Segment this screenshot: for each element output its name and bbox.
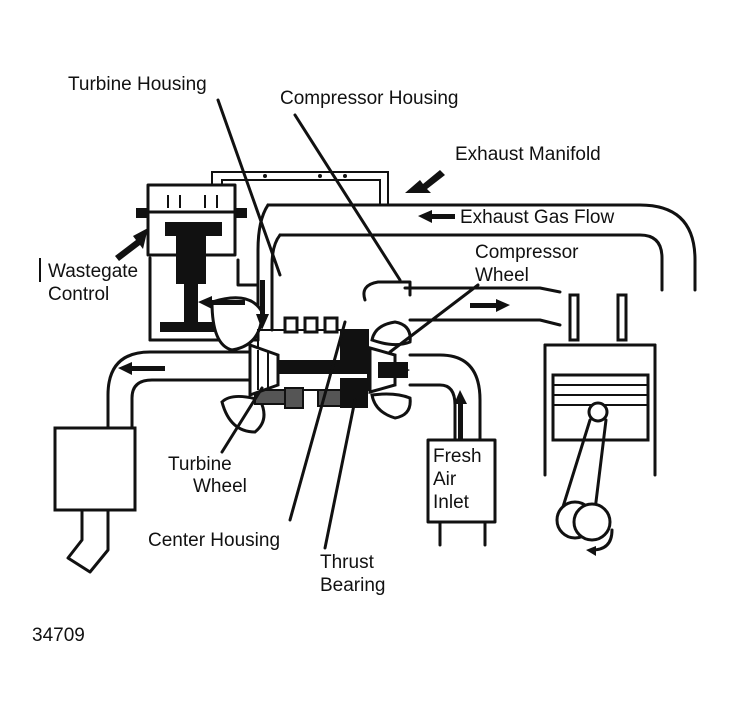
label-center-housing: Center Housing	[148, 530, 280, 551]
center-housing	[257, 316, 370, 409]
turbine-wheel	[248, 342, 280, 398]
label-wastegate-control-line1: Wastegate	[48, 261, 138, 282]
label-compressor-housing: Compressor Housing	[280, 88, 458, 109]
label-turbine-wheel-line1: Turbine	[168, 454, 232, 475]
label-thrust-bearing-line2: Bearing	[320, 575, 386, 596]
label-fresh-air-inlet-line2: Air	[433, 469, 457, 490]
label-exhaust-manifold: Exhaust Manifold	[455, 144, 601, 165]
exhaust-outlet-pipe	[53, 350, 260, 574]
labels: Turbine Housing Compressor Housing Exhau…	[32, 74, 614, 646]
label-compressor-wheel-line1: Compressor	[475, 242, 579, 263]
compressor-housing	[362, 280, 562, 420]
label-turbine-wheel-line2: Wheel	[193, 476, 247, 497]
leader-lines	[216, 98, 480, 550]
figure-number: 34709	[32, 625, 85, 646]
wastegate-actuator	[136, 183, 247, 332]
label-turbine-housing: Turbine Housing	[68, 74, 207, 95]
exhaust-gas-flow-arrow	[418, 210, 455, 223]
flow-arrows	[115, 170, 510, 440]
label-compressor-wheel-line2: Wheel	[475, 265, 529, 286]
engine-cylinder	[543, 293, 657, 556]
label-wastegate-control-line2: Control	[48, 284, 109, 305]
label-fresh-air-inlet-line1: Fresh	[433, 446, 482, 467]
fresh-air-inlet-pipe	[408, 353, 497, 547]
label-fresh-air-inlet-line3: Inlet	[433, 492, 470, 513]
turbine-housing	[148, 256, 301, 434]
label-exhaust-gas-flow: Exhaust Gas Flow	[460, 207, 614, 228]
exhaust-manifold-pipe	[211, 171, 697, 342]
label-thrust-bearing-line1: Thrust	[320, 552, 375, 573]
